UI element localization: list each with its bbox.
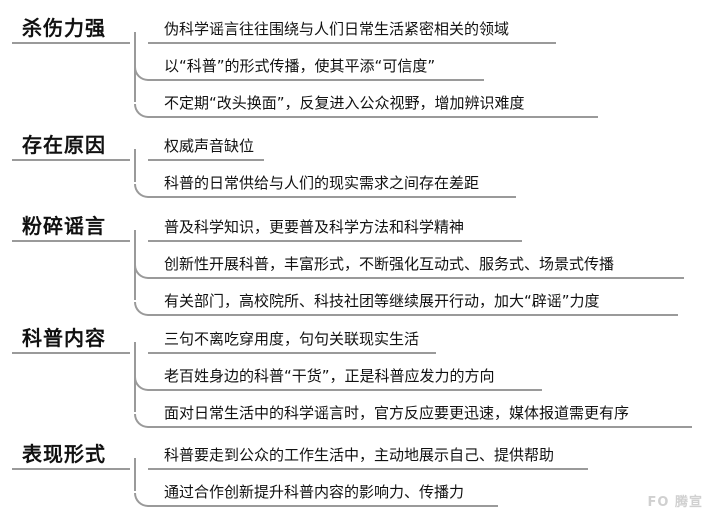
branch-elbow: [134, 302, 148, 316]
item-underline: [148, 42, 556, 44]
branch-connector: [134, 341, 136, 412]
branch-item: 面对日常生活中的科学谣言时，官方反应要更迅速，媒体报道需更有序: [164, 404, 630, 422]
category-underline: [12, 352, 130, 354]
branch-elbow: [134, 265, 148, 279]
category-label: 粉碎谣言: [22, 214, 106, 238]
branch-connector: [134, 31, 136, 102]
branch-item: 伪科学谣言往往围绕与人们日常生活紧密相关的领域: [164, 20, 510, 38]
item-underline: [148, 426, 692, 428]
branch-elbow: [134, 493, 148, 507]
branch-item: 权威声音缺位: [164, 137, 255, 155]
branch-item: 通过合作创新提升科普内容的影响力、传播力: [164, 483, 465, 501]
item-underline: [148, 314, 678, 316]
item-underline: [148, 468, 588, 470]
item-underline: [148, 389, 542, 391]
branch-connector: [134, 148, 136, 182]
branch-connector: [134, 457, 136, 491]
branch-item: 以“科普”的形式传播，使其平添“可信度”: [164, 57, 436, 75]
category-underline: [12, 42, 130, 44]
category-label: 科普内容: [22, 326, 106, 350]
item-underline: [148, 79, 484, 81]
branch-connector: [134, 229, 136, 300]
category-underline: [12, 240, 130, 242]
branch-elbow: [134, 414, 148, 428]
branch-elbow: [134, 67, 148, 81]
branch-elbow: [134, 377, 148, 391]
watermark: FO 腾宣: [647, 495, 703, 510]
branch-elbow: [134, 184, 148, 198]
branch-elbow: [134, 104, 148, 118]
branch-item: 老百姓身边的科普“干货”，正是科普应发力的方向: [164, 367, 495, 385]
branch-item: 不定期“改头换面”，反复进入公众视野，增加辨识难度: [164, 94, 525, 112]
branch-item: 三句不离吃穿用度，句句关联现实生活: [164, 330, 420, 348]
branch-item: 创新性开展科普，丰富形式，不断强化互动式、服务式、场景式传播: [164, 255, 615, 273]
category-label: 存在原因: [22, 133, 106, 157]
item-underline: [148, 159, 264, 161]
category-underline: [12, 159, 130, 161]
branch-item: 有关部门，高校院所、科技社团等继续展开行动，加大“辟谣”力度: [164, 292, 600, 310]
category-label: 表现形式: [22, 442, 106, 466]
branch-item: 普及科学知识，更要普及科学方法和科学精神: [164, 218, 465, 236]
item-underline: [148, 196, 516, 198]
category-underline: [12, 468, 130, 470]
item-underline: [148, 352, 436, 354]
item-underline: [148, 240, 522, 242]
item-underline: [148, 116, 598, 118]
branch-item: 科普要走到公众的工作生活中，主动地展示自己、提供帮助: [164, 446, 555, 464]
item-underline: [148, 277, 684, 279]
category-label: 杀伤力强: [22, 16, 106, 40]
item-underline: [148, 505, 498, 507]
branch-item: 科普的日常供给与人们的现实需求之间存在差距: [164, 174, 480, 192]
